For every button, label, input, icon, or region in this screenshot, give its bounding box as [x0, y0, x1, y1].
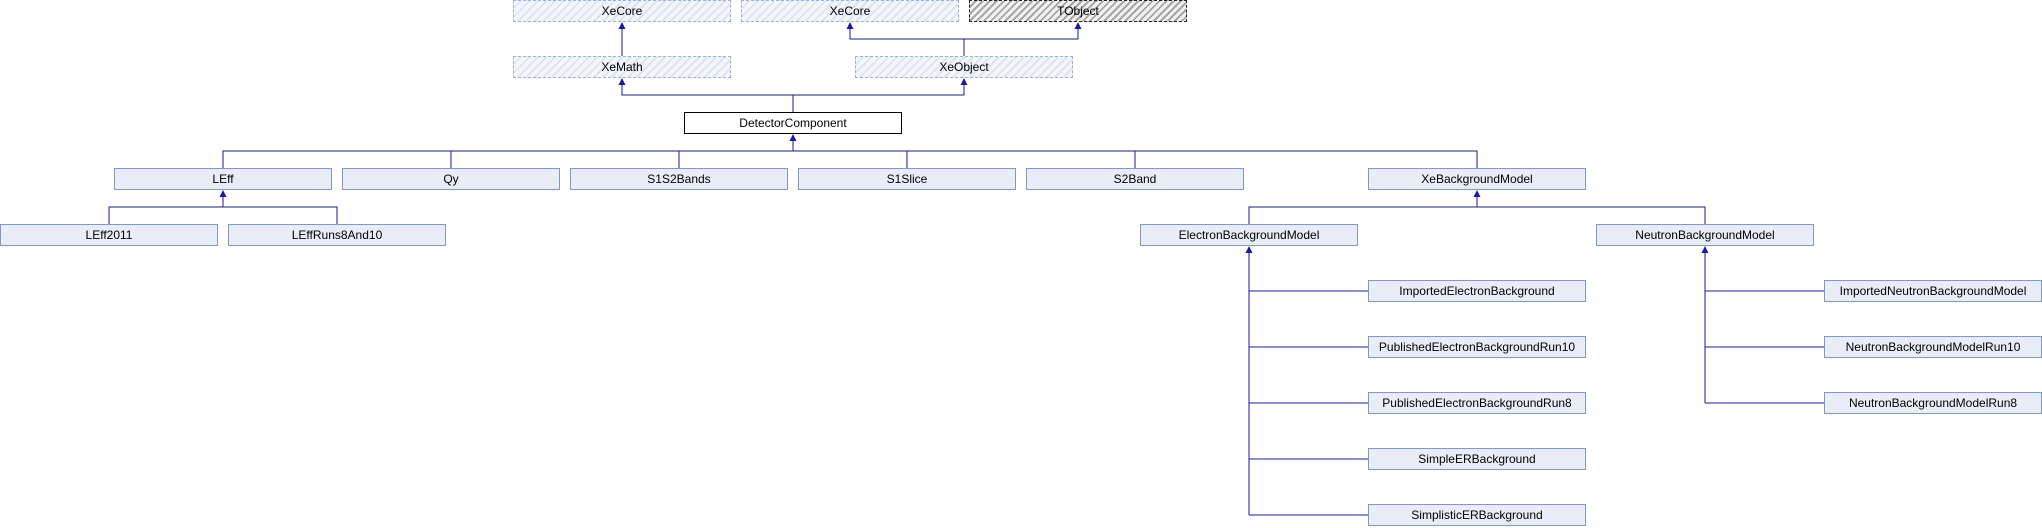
node-label: S1S2Bands — [647, 172, 711, 186]
node-qy[interactable]: Qy — [342, 168, 560, 190]
arrowhead-xemath — [618, 78, 626, 85]
node-label: NeutronBackgroundModelRun10 — [1845, 340, 2021, 354]
node-label: PublishedElectronBackgroundRun10 — [1378, 340, 1576, 354]
node-label: XeBackgroundModel — [1421, 172, 1533, 186]
node-label: S2Band — [1113, 172, 1157, 186]
node-xemath[interactable]: XeMath — [513, 56, 731, 78]
node-xecore-right[interactable]: XeCore — [741, 0, 959, 22]
node-label: NeutronBackgroundModelRun8 — [1848, 396, 2018, 410]
node-leff[interactable]: LEff — [114, 168, 332, 190]
node-simpleerbackground[interactable]: SimpleERBackground — [1368, 448, 1586, 470]
node-neutronbackgroundmodel[interactable]: NeutronBackgroundModel — [1596, 224, 1814, 246]
arrowhead-xecore-right — [846, 22, 854, 29]
arrowhead-tobject — [1074, 22, 1082, 29]
node-simplisticerbackground[interactable]: SimplisticERBackground — [1368, 504, 1586, 526]
node-tobject[interactable]: TObject — [969, 0, 1187, 22]
arrowhead-electronbackgroundmodel — [1245, 246, 1253, 253]
arrowhead-xeobject — [960, 78, 968, 85]
edge-detector-xeobject — [793, 79, 965, 96]
edge-xebackground-children — [1248, 206, 1706, 224]
node-neutronbackgroundmodelrun8[interactable]: NeutronBackgroundModelRun8 — [1824, 392, 2042, 414]
arrowhead-xecore-left — [618, 22, 626, 29]
node-label: ImportedNeutronBackgroundModel — [1839, 284, 2027, 298]
node-label: SimplisticERBackground — [1411, 508, 1543, 522]
node-importedelectronbackground[interactable]: ImportedElectronBackground — [1368, 280, 1586, 302]
node-label: DetectorComponent — [739, 116, 847, 130]
node-s1slice[interactable]: S1Slice — [798, 168, 1016, 190]
node-electronbackgroundmodel[interactable]: ElectronBackgroundModel — [1140, 224, 1358, 246]
node-publishedelectronbackgroundrun8[interactable]: PublishedElectronBackgroundRun8 — [1368, 392, 1586, 414]
node-detectorcomponent[interactable]: DetectorComponent — [684, 112, 902, 134]
node-label: PublishedElectronBackgroundRun8 — [1382, 396, 1572, 410]
node-label: ElectronBackgroundModel — [1178, 228, 1320, 242]
node-xeobject[interactable]: XeObject — [855, 56, 1073, 78]
node-label: Qy — [443, 172, 459, 186]
node-label: XeMath — [601, 60, 643, 74]
edge-leff-children — [108, 206, 338, 224]
node-label: XeCore — [601, 4, 643, 18]
edge-xeobject-xecore — [849, 23, 965, 56]
node-xecore-left[interactable]: XeCore — [513, 0, 731, 22]
edge-xeobject-tobject — [964, 23, 1079, 40]
arrowhead-neutronbackgroundmodel — [1701, 246, 1709, 253]
arrowhead-xebackgroundmodel — [1473, 190, 1481, 197]
arrowhead-leff — [219, 190, 227, 197]
node-label: SimpleERBackground — [1418, 452, 1536, 466]
edge-detector-xemath — [621, 79, 794, 112]
node-s2band[interactable]: S2Band — [1026, 168, 1244, 190]
node-s1s2bands[interactable]: S1S2Bands — [570, 168, 788, 190]
node-label: LEffRuns8And10 — [291, 228, 383, 242]
edge-row3-bus — [222, 150, 1478, 168]
node-xebackgroundmodel[interactable]: XeBackgroundModel — [1368, 168, 1586, 190]
node-label: XeObject — [939, 60, 989, 74]
node-label: TObject — [1057, 4, 1099, 18]
node-label: ImportedElectronBackground — [1399, 284, 1555, 298]
node-label: XeCore — [829, 4, 871, 18]
node-label: NeutronBackgroundModel — [1635, 228, 1775, 242]
node-publishedelectronbackgroundrun10[interactable]: PublishedElectronBackgroundRun10 — [1368, 336, 1586, 358]
node-label: LEff2011 — [85, 228, 133, 242]
node-leff2011[interactable]: LEff2011 — [0, 224, 218, 246]
node-neutronbackgroundmodelrun10[interactable]: NeutronBackgroundModelRun10 — [1824, 336, 2042, 358]
node-importedneutronbackgroundmodel[interactable]: ImportedNeutronBackgroundModel — [1824, 280, 2042, 302]
node-label: LEff — [212, 172, 234, 186]
arrowhead-detectorcomponent — [789, 134, 797, 141]
node-label: S1Slice — [886, 172, 928, 186]
node-leffruns8and10[interactable]: LEffRuns8And10 — [228, 224, 446, 246]
